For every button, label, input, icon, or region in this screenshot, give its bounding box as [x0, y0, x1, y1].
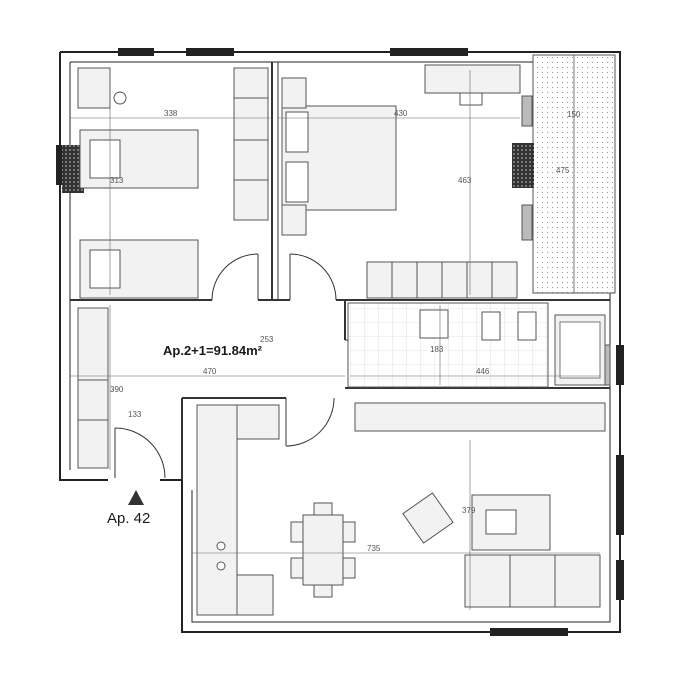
dim-bath-depth: 183 — [430, 345, 444, 354]
dim-living-depth: 379 — [462, 506, 476, 515]
dim-balcony-depth: 475 — [556, 166, 570, 175]
interior-walls — [70, 62, 610, 480]
dim-bedroom2-depth: 463 — [458, 176, 472, 185]
dim-hall-depth: 253 — [260, 335, 274, 344]
living-kitchen — [196, 402, 606, 616]
outer-walls — [59, 51, 621, 633]
dim-living-width: 735 — [367, 544, 381, 553]
dim-bedroom2-width: 430 — [394, 109, 408, 118]
entrance-marker-icon — [128, 490, 144, 505]
dim-bedroom1-width: 338 — [164, 109, 178, 118]
bedroom1-furniture — [77, 67, 269, 299]
balcony — [532, 54, 616, 294]
dim-bedroom1-depth: 313 — [110, 176, 124, 185]
apartment-label: Ap. 42 — [107, 510, 151, 527]
dim-entry-depth: 390 — [110, 385, 124, 394]
hall-furniture — [77, 307, 109, 469]
area-label: Ap.2+1=91.84m² — [163, 343, 263, 358]
windows — [56, 48, 624, 636]
dimension-lines — [70, 70, 600, 610]
dim-balcony-width: 150 — [567, 110, 581, 119]
dim-hall-width: 470 — [203, 367, 217, 376]
bedroom2-furniture — [281, 64, 521, 299]
dim-entry-width: 133 — [128, 410, 142, 419]
bathroom — [347, 302, 606, 388]
dim-bath-width: 446 — [476, 367, 490, 376]
